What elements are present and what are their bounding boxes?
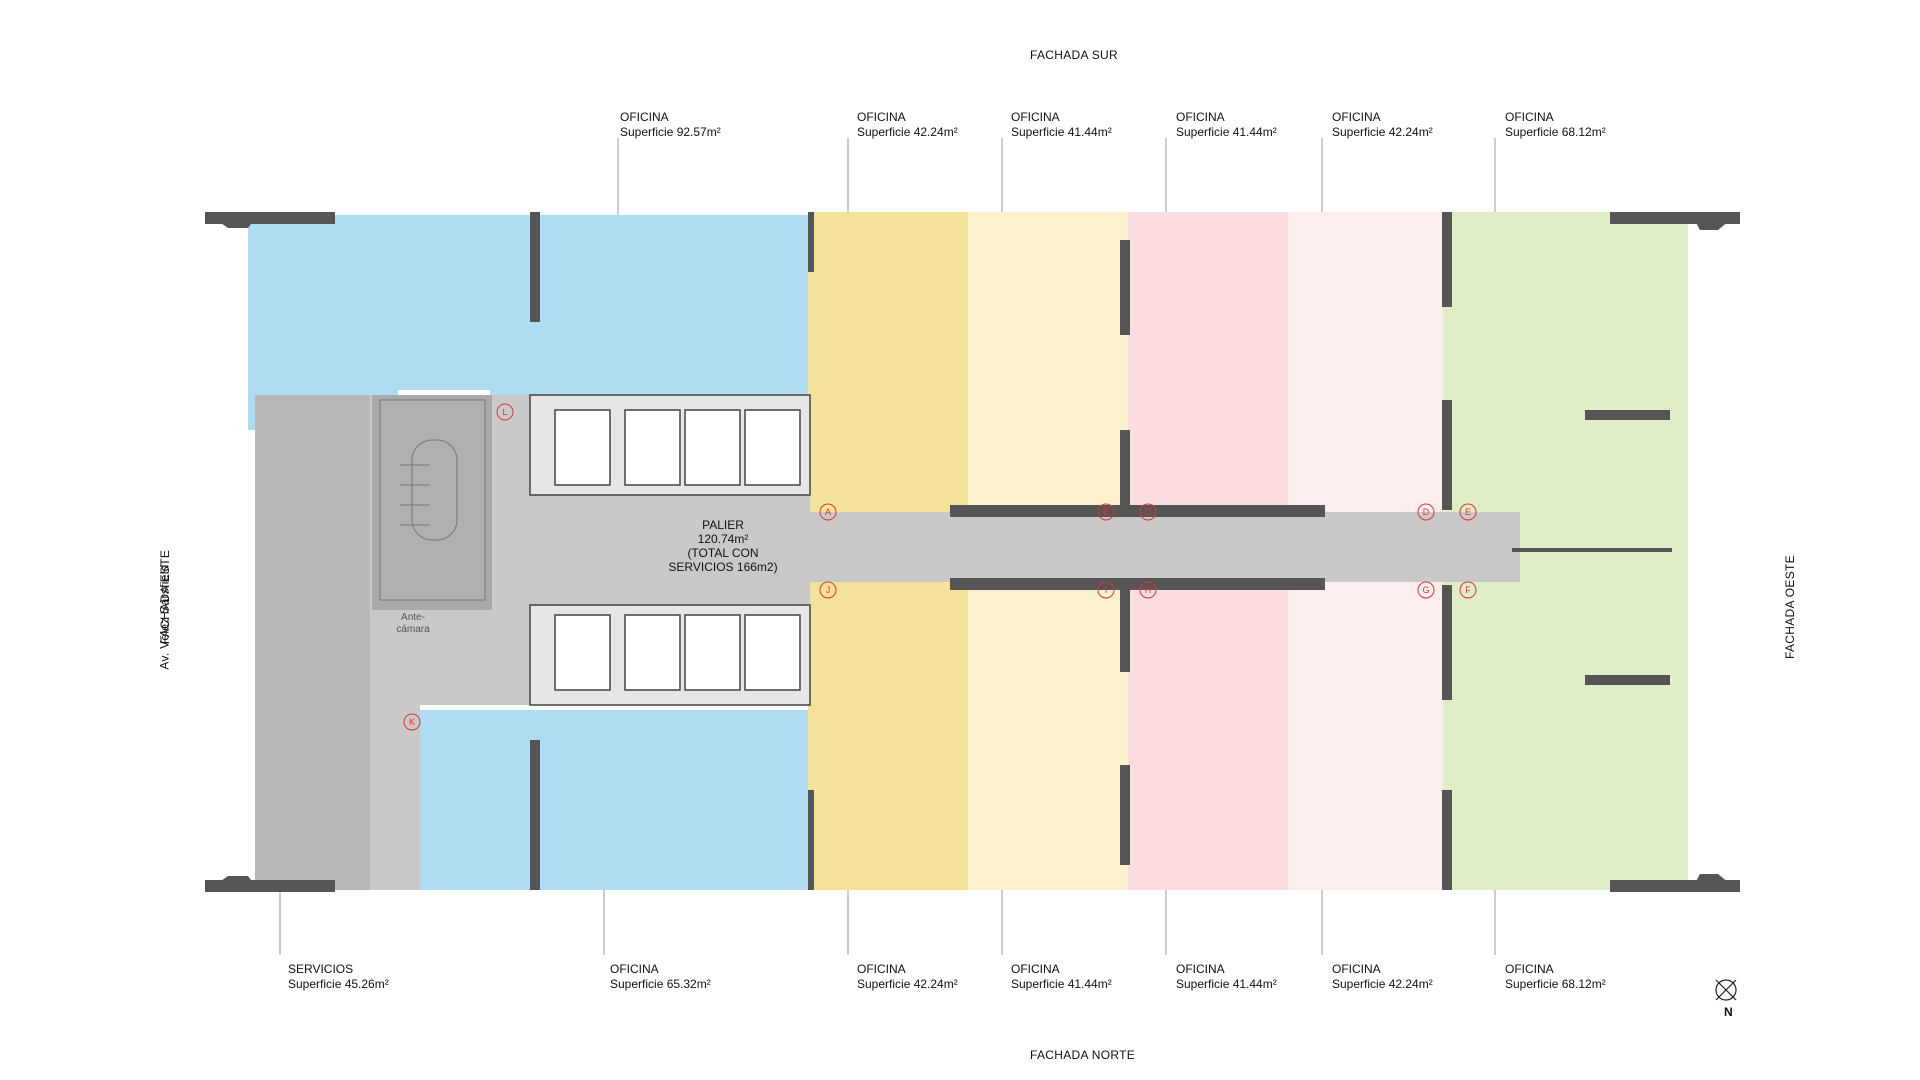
elevators-top (529, 394, 811, 496)
door-tag: C (1145, 507, 1152, 517)
zone-pink-light-top (1288, 212, 1443, 512)
zone-pink-dark-top (1128, 212, 1288, 512)
office-area: Superficie 41.44m² (1176, 977, 1277, 991)
walls (205, 212, 1740, 892)
office-area: Superficie 42.24m² (857, 977, 958, 991)
elevators-bottom (529, 604, 811, 706)
zone-blue-bottom (398, 710, 808, 890)
palier-title: PALIER (702, 518, 744, 532)
office-label-bottom-3: OFICINA Superficie 41.44m² (1011, 962, 1112, 992)
office-title: OFICINA (1332, 110, 1381, 124)
door-tag: F (1465, 585, 1471, 595)
office-title: OFICINA (1011, 110, 1060, 124)
facade-oeste-label: FACHADA OESTE (1782, 555, 1797, 659)
door-tag: B (1103, 507, 1109, 517)
office-title: OFICINA (857, 110, 906, 124)
palier-label: PALIER 120.74m² (TOTAL CON SERVICIOS 166… (658, 518, 788, 574)
zone-yellow-light-bottom (968, 582, 1128, 890)
door-tag: K (409, 717, 415, 727)
office-label-top-1: OFICINA Superficie 92.57m² (620, 110, 721, 140)
antecamara-label: Ante- cámara (388, 612, 438, 636)
office-title: OFICINA (857, 962, 906, 976)
office-area: Superficie 42.24m² (1332, 977, 1433, 991)
services-label-bottom: SERVICIOS Superficie 45.26m² (288, 962, 389, 992)
door-tag: E (1465, 507, 1471, 517)
office-label-top-6: OFICINA Superficie 68.12m² (1505, 110, 1606, 140)
office-area: Superficie 68.12m² (1505, 977, 1606, 991)
facade-norte-label: FACHADA NORTE (1030, 1048, 1136, 1062)
office-area: Superficie 45.26m² (288, 977, 389, 991)
door-tag: A (825, 507, 831, 517)
office-title: OFICINA (1011, 962, 1060, 976)
antecamara-line2: cámara (396, 624, 430, 635)
office-title: OFICINA (620, 110, 669, 124)
office-area: Superficie 65.32m² (610, 977, 711, 991)
zone-yellow-dark-top (808, 212, 968, 512)
door-tag: D (1423, 507, 1430, 517)
palier-total-services: SERVICIOS 166m2) (668, 560, 778, 574)
office-label-bottom-6: OFICINA Superficie 68.12m² (1505, 962, 1606, 992)
office-label-top-4: OFICINA Superficie 41.44m² (1176, 110, 1277, 140)
door-tag: H (1145, 585, 1152, 595)
zone-yellow-light-top (968, 212, 1128, 512)
antecamara-line1: Ante- (401, 612, 425, 623)
door-tag: L (502, 407, 507, 417)
palier-total: (TOTAL CON (687, 546, 759, 560)
office-label-bottom-1: OFICINA Superficie 65.32m² (610, 962, 711, 992)
office-title: SERVICIOS (288, 962, 354, 976)
office-area: Superficie 42.24m² (857, 125, 958, 139)
office-title: OFICINA (1332, 962, 1381, 976)
facade-sur-label: FACHADA SUR (1030, 48, 1118, 62)
north-label: N (1724, 1005, 1733, 1019)
door-tag: I (1105, 585, 1108, 595)
office-title: OFICINA (1505, 110, 1554, 124)
office-label-bottom-5: OFICINA Superficie 42.24m² (1332, 962, 1433, 992)
zone-pink-light-bottom (1288, 582, 1443, 890)
facade-este-street: Av. Vélez Sársfield (157, 564, 172, 670)
office-label-top-5: OFICINA Superficie 42.24m² (1332, 110, 1433, 140)
door-tags: A B C D E F G H I J K L (403, 403, 1477, 731)
zone-yellow-dark-bottom (808, 582, 968, 890)
door-tag: J (826, 585, 831, 595)
office-title: OFICINA (1176, 110, 1225, 124)
office-area: Superficie 41.44m² (1011, 977, 1112, 991)
north-arrow-icon (1715, 979, 1737, 1001)
office-label-top-3: OFICINA Superficie 41.44m² (1011, 110, 1112, 140)
office-area: Superficie 42.24m² (1332, 125, 1433, 139)
office-label-bottom-2: OFICINA Superficie 42.24m² (857, 962, 958, 992)
stair (379, 399, 486, 601)
office-area: Superficie 41.44m² (1176, 125, 1277, 139)
zone-pink-dark-bottom (1128, 582, 1288, 890)
office-area: Superficie 92.57m² (620, 125, 721, 139)
office-title: OFICINA (1505, 962, 1554, 976)
office-label-top-2: OFICINA Superficie 42.24m² (857, 110, 958, 140)
office-area: Superficie 41.44m² (1011, 125, 1112, 139)
door-tag: G (1422, 585, 1429, 595)
office-title: OFICINA (610, 962, 659, 976)
office-label-bottom-4: OFICINA Superficie 41.44m² (1176, 962, 1277, 992)
zone-blue-top (248, 215, 808, 430)
office-title: OFICINA (1176, 962, 1225, 976)
palier-area: 120.74m² (697, 532, 749, 546)
office-area: Superficie 68.12m² (1505, 125, 1606, 139)
